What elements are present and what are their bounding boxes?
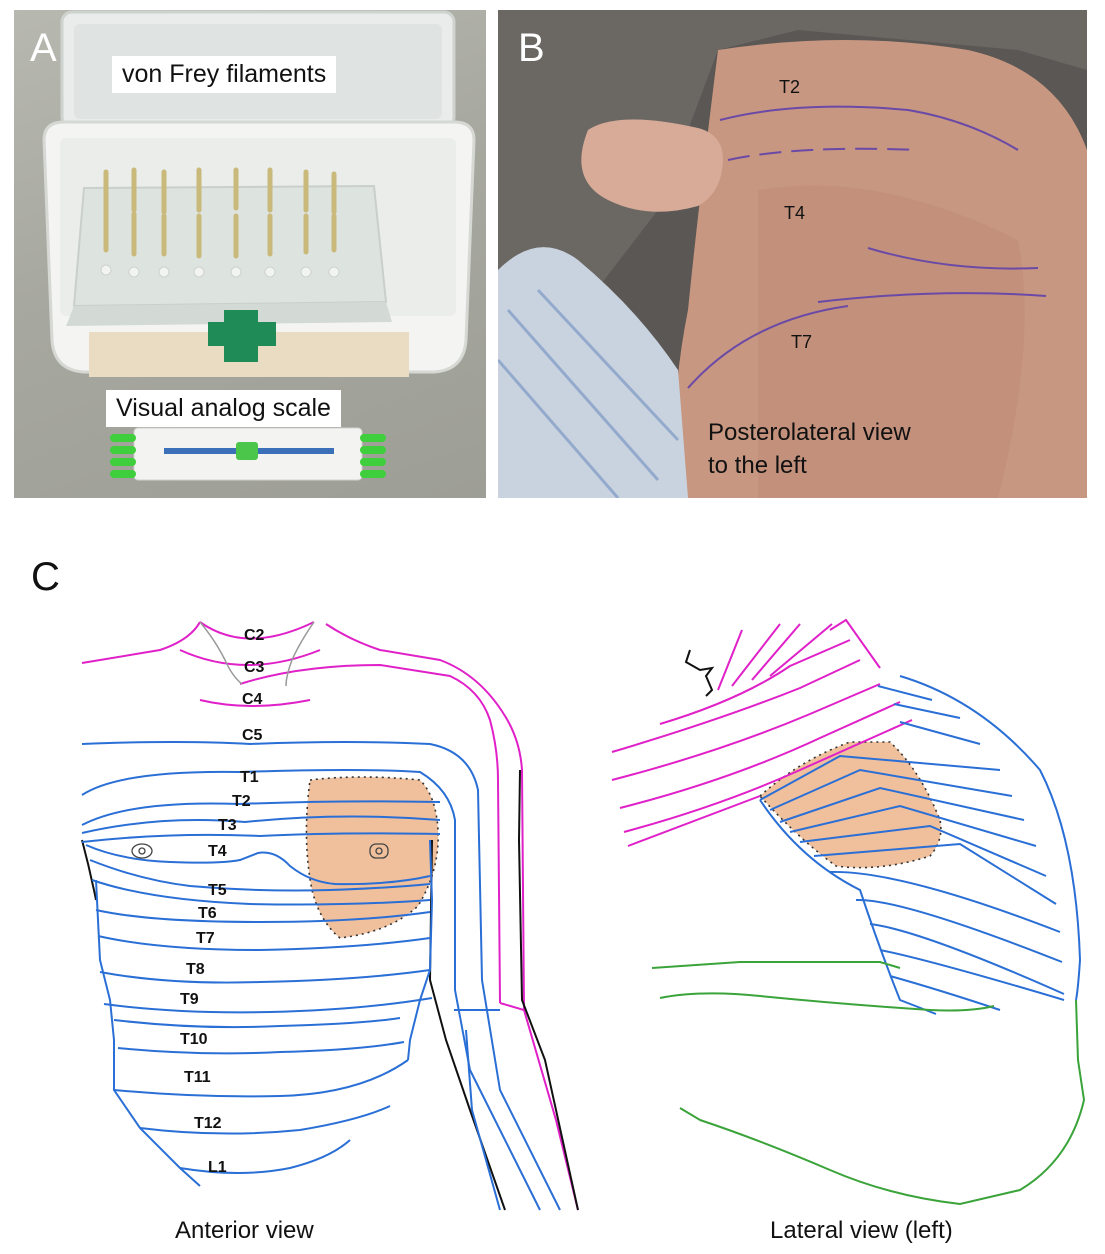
filament-box-illustration (42, 10, 476, 481)
shoulder-illustration (498, 10, 1087, 498)
view-label-line2: to the left (708, 452, 807, 479)
thoracic-dermatome-lines (81, 741, 561, 1211)
label-t1: T1 (240, 769, 259, 786)
label-t4: T4 (208, 843, 227, 860)
label-l1: L1 (208, 1159, 227, 1176)
view-label-line1: Posterolateral view (708, 419, 911, 446)
lateral-cervical-lines (611, 618, 913, 847)
label-t8: T8 (186, 961, 205, 978)
panel-b-letter: B (518, 26, 545, 70)
label-t5: T5 (208, 882, 227, 899)
panel-b-photo: B T2 T4 T7 Posterolateral view to the le… (498, 10, 1087, 498)
label-t2: T2 (232, 793, 251, 810)
panel-a-photo: A von Frey filaments Visual analog scale (14, 10, 486, 498)
panel-c-letter: C (31, 555, 60, 599)
affected-area-lateral (758, 741, 942, 869)
lateral-caption: Lateral view (left) (770, 1217, 953, 1244)
label-t12: T12 (194, 1115, 222, 1132)
anterior-segment-labels: C2 C3 C4 C5 T1 T2 T3 T4 T5 T6 T7 T8 T9 T… (180, 627, 265, 1176)
label-t6: T6 (198, 905, 217, 922)
label-t3: T3 (218, 817, 237, 834)
label-c4: C4 (242, 691, 263, 708)
filament-label: von Frey filaments (112, 56, 337, 93)
cervical-dermatome-lines (81, 621, 579, 1211)
label-t11: T11 (184, 1069, 211, 1086)
photo-label-t7: T7 (791, 332, 813, 352)
label-c3: C3 (244, 659, 265, 676)
lateral-lumbar-lines (651, 961, 1086, 1206)
dermatome-diagram: C2 C3 C4 C5 T1 T2 T3 T4 T5 T6 T7 T8 T9 T… (81, 618, 1086, 1211)
photo-label-t4: T4 (784, 203, 806, 223)
lateral-body (611, 618, 1086, 1206)
anterior-caption: Anterior view (175, 1217, 314, 1244)
vas-label: Visual analog scale (106, 390, 341, 427)
label-t7: T7 (196, 930, 215, 947)
label-c2: C2 (244, 627, 265, 644)
anterior-body: C2 C3 C4 C5 T1 T2 T3 T4 T5 T6 T7 T8 T9 T… (81, 621, 579, 1211)
label-c5: C5 (242, 727, 263, 744)
label-t10: T10 (180, 1031, 208, 1048)
label-t9: T9 (180, 991, 199, 1008)
panel-a-letter: A (30, 26, 57, 70)
lateral-thoracic-lines (759, 675, 1082, 1015)
photo-label-t2: T2 (779, 77, 801, 97)
